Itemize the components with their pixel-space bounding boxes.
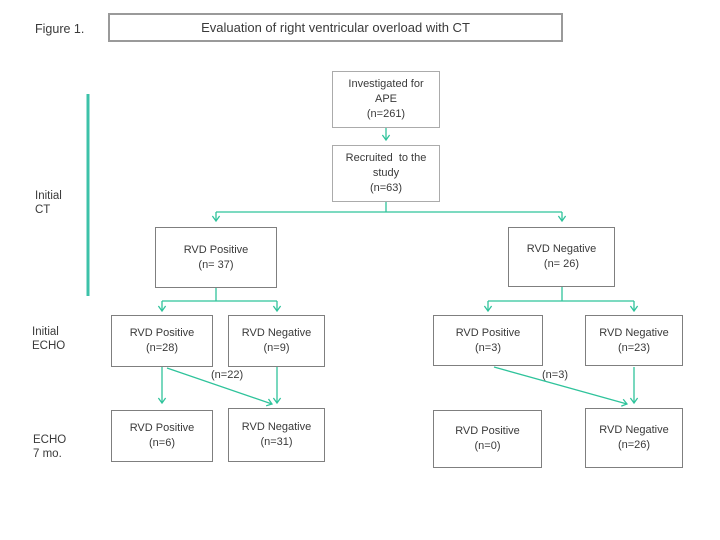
node-line: study	[372, 167, 400, 179]
node-echo7-rvd-positive-left: RVD Positive (n=6)	[111, 410, 213, 462]
node-echo1-rvd-positive-left: RVD Positive (n=28)	[111, 315, 213, 367]
stage-label-line: CT	[35, 204, 51, 216]
edge-ctneg-split	[488, 287, 634, 302]
node-investigated: Investigated for APE (n=261)	[332, 71, 440, 128]
node-line: APE	[374, 93, 397, 105]
node-count: (n=23)	[617, 341, 651, 354]
node-echo7-rvd-negative-left: RVD Negative (n=31)	[228, 408, 325, 462]
stage-label-echo-7mo: ECHO 7 mo.	[33, 433, 66, 461]
stage-label-line: Initial	[35, 190, 62, 202]
node-count: (n=9)	[263, 342, 290, 354]
node-count: (n= 26)	[543, 258, 580, 270]
node-count: (n=261)	[366, 108, 406, 120]
node-line: RVD Positive	[183, 243, 249, 256]
node-count: (n=0)	[474, 440, 501, 452]
node-count: (n=28)	[145, 342, 179, 354]
node-line: RVD Negative	[241, 327, 312, 339]
stage-label-initial-ct: Initial CT	[35, 189, 62, 217]
node-line: RVD Negative	[599, 424, 669, 436]
node-line: Investigated for	[348, 78, 424, 90]
node-count: (n=26)	[617, 439, 651, 451]
node-count: (n=3)	[475, 341, 501, 354]
node-echo1-rvd-negative-right: RVD Negative (n=23)	[585, 315, 683, 366]
node-line: RVD Positive	[129, 327, 195, 339]
node-count: (n=31)	[260, 436, 293, 448]
edge-ctpos-split	[162, 288, 277, 302]
node-recruited: Recruited to the study (n=63)	[332, 145, 440, 202]
stage-label-initial-echo: Initial ECHO	[32, 325, 65, 353]
stage-label-line: ECHO	[32, 340, 66, 352]
node-line: RVD Positive	[455, 326, 521, 339]
edge-label-left-crossover: (n=22)	[211, 369, 244, 381]
stage-label-line: ECHO	[33, 434, 67, 446]
node-count: (n= 37)	[198, 258, 234, 271]
node-line: RVD Positive	[129, 422, 195, 434]
node-line: RVD Negative	[599, 326, 669, 339]
title-text: Evaluation of right ventricular overload…	[201, 20, 470, 35]
node-count: (n=6)	[149, 437, 175, 449]
node-ct-rvd-positive: RVD Positive (n= 37)	[155, 227, 277, 288]
node-line: RVD Negative	[241, 421, 312, 433]
node-echo1-rvd-negative-left: RVD Negative (n=9)	[228, 315, 325, 367]
stage-label-line: Initial	[32, 326, 59, 338]
node-line: RVD Negative	[526, 243, 597, 255]
node-line: Recruited to the	[345, 152, 427, 164]
node-echo7-rvd-positive-right: RVD Positive (n=0)	[433, 410, 542, 468]
edge-label-right-crossover: (n=3)	[542, 369, 568, 381]
edge-recruited-split	[216, 202, 562, 213]
stage-label-line: 7 mo.	[33, 448, 62, 460]
node-count: (n=63)	[369, 182, 403, 194]
node-echo7-rvd-negative-right: RVD Negative (n=26)	[585, 408, 683, 468]
node-echo1-rvd-positive-right: RVD Positive (n=3)	[433, 315, 543, 366]
node-ct-rvd-negative: RVD Negative (n= 26)	[508, 227, 615, 287]
figure-label: Figure 1.	[35, 22, 85, 36]
node-line: RVD Positive	[455, 425, 520, 437]
title-box: Evaluation of right ventricular overload…	[108, 13, 563, 42]
